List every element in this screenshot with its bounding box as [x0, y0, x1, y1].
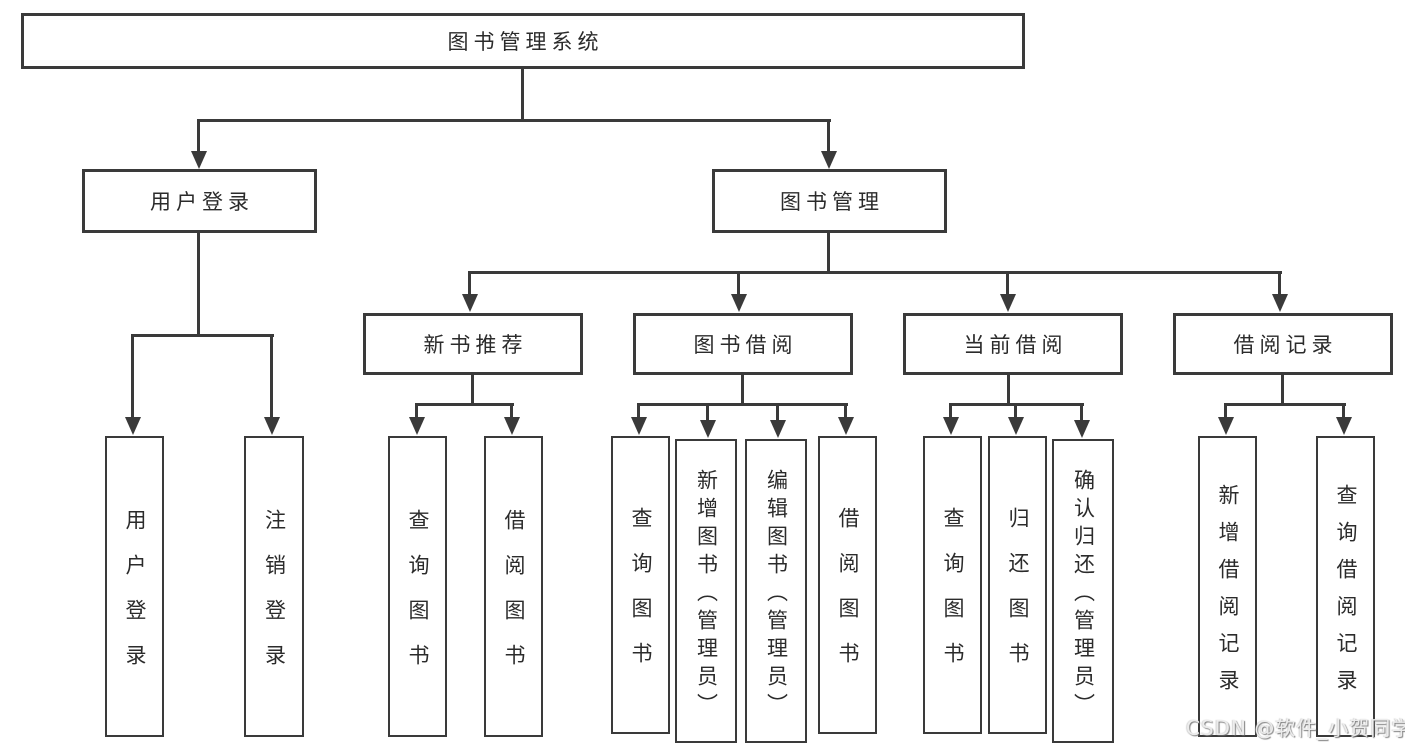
connector-line [1224, 403, 1346, 406]
connector-line [844, 403, 847, 420]
leaf-query-books-borrow: 查询图书 [611, 436, 670, 734]
leaf-borrow-books-recommend: 借阅图书 [484, 436, 543, 737]
node-borrow-records-label: 借阅记录 [1233, 333, 1338, 357]
leaf-add-borrow-record: 新增借阅记录 [1198, 436, 1257, 737]
connector-line [949, 403, 952, 420]
connector-line [637, 403, 640, 420]
connector-line [1080, 403, 1083, 423]
leaf-return-books-label: 归还图书 [1006, 507, 1030, 687]
connector-arrowhead [264, 417, 280, 435]
connector-arrowhead [1272, 294, 1288, 312]
leaf-query-borrow-record-label: 查询借阅记录 [1334, 483, 1358, 706]
leaf-edit-books-admin: 编辑图书（管理员） [745, 439, 807, 743]
connector-arrowhead [504, 417, 520, 435]
connector-line [827, 119, 830, 155]
leaf-borrow-books: 借阅图书 [818, 436, 877, 734]
connector-line [197, 119, 200, 155]
connector-arrowhead [770, 420, 786, 438]
connector-arrowhead [125, 417, 141, 435]
connector-arrowhead [1008, 417, 1024, 435]
connector-line [1006, 271, 1009, 297]
leaf-logout-label: 注销登录 [262, 508, 287, 689]
connector-arrowhead [1336, 417, 1352, 435]
node-new-book-recommend-label: 新书推荐 [423, 333, 528, 357]
leaf-borrow-books-label: 借阅图书 [836, 507, 860, 687]
connector-line [415, 403, 514, 406]
leaf-query-books-recommend-label: 查询图书 [406, 508, 430, 689]
connector-line [1007, 375, 1010, 406]
leaf-query-books-recommend: 查询图书 [388, 436, 447, 737]
connector-arrowhead [1000, 294, 1016, 312]
node-book-management-label: 图书管理 [780, 190, 884, 214]
connector-arrowhead [731, 294, 747, 312]
connector-line [468, 271, 1282, 274]
connector-line [510, 403, 513, 420]
leaf-borrow-books-recommend-label: 借阅图书 [502, 508, 526, 689]
node-book-management: 图书管理 [712, 169, 947, 233]
connector-line [1224, 403, 1227, 420]
leaf-user-login: 用户登录 [105, 436, 164, 737]
connector-line [741, 375, 744, 406]
leaf-confirm-return-admin: 确认归还（管理员） [1052, 439, 1114, 743]
node-library-system-label: 图书管理系统 [447, 30, 604, 54]
node-book-borrow-label: 图书借阅 [693, 333, 798, 357]
connector-arrowhead [700, 420, 716, 438]
node-user-login: 用户登录 [82, 169, 317, 233]
leaf-add-books-admin: 新增图书（管理员） [675, 439, 737, 743]
leaf-edit-books-admin-label: 编辑图书（管理员） [764, 468, 789, 721]
leaf-logout: 注销登录 [244, 436, 304, 737]
leaf-return-books: 归还图书 [988, 436, 1047, 734]
connector-arrowhead [943, 417, 959, 435]
connector-line [1342, 403, 1345, 420]
connector-arrowhead [631, 417, 647, 435]
leaf-query-books-current-label: 查询图书 [941, 507, 965, 687]
connector-line [415, 403, 418, 420]
connector-arrowhead [191, 151, 207, 169]
connector-line [197, 119, 831, 122]
connector-arrowhead [838, 417, 854, 435]
connector-line [737, 271, 740, 297]
connector-arrowhead [1074, 420, 1090, 438]
connector-line [468, 271, 471, 297]
node-user-login-label: 用户登录 [150, 190, 254, 214]
leaf-query-books-borrow-label: 查询图书 [629, 507, 653, 687]
leaf-user-login-label: 用户登录 [123, 508, 147, 689]
leaf-add-books-admin-label: 新增图书（管理员） [694, 468, 719, 721]
node-library-system: 图书管理系统 [21, 13, 1025, 69]
connector-line [1281, 375, 1284, 406]
connector-line [706, 403, 709, 423]
leaf-add-borrow-record-label: 新增借阅记录 [1216, 483, 1240, 706]
connector-line [131, 334, 274, 337]
connector-line [471, 375, 474, 406]
connector-line [131, 334, 134, 420]
node-book-borrow: 图书借阅 [633, 313, 853, 375]
connector-line [1014, 403, 1017, 420]
connector-line [270, 334, 273, 420]
csdn-watermark: CSDN @软件_小贺同学 [1186, 716, 1405, 740]
node-current-borrow: 当前借阅 [903, 313, 1123, 375]
connector-line [827, 233, 830, 274]
node-current-borrow-label: 当前借阅 [963, 333, 1068, 357]
connector-arrowhead [409, 417, 425, 435]
leaf-query-books-current: 查询图书 [923, 436, 982, 734]
connector-arrowhead [821, 151, 837, 169]
leaf-query-borrow-record: 查询借阅记录 [1316, 436, 1375, 737]
node-new-book-recommend: 新书推荐 [363, 313, 583, 375]
connector-line [1278, 271, 1281, 297]
node-borrow-records: 借阅记录 [1173, 313, 1393, 375]
leaf-confirm-return-admin-label: 确认归还（管理员） [1071, 468, 1096, 721]
connector-line [637, 403, 848, 406]
connector-line [776, 403, 779, 423]
connector-line [197, 233, 200, 337]
connector-arrowhead [462, 294, 478, 312]
connector-line [521, 69, 524, 121]
connector-arrowhead [1218, 417, 1234, 435]
